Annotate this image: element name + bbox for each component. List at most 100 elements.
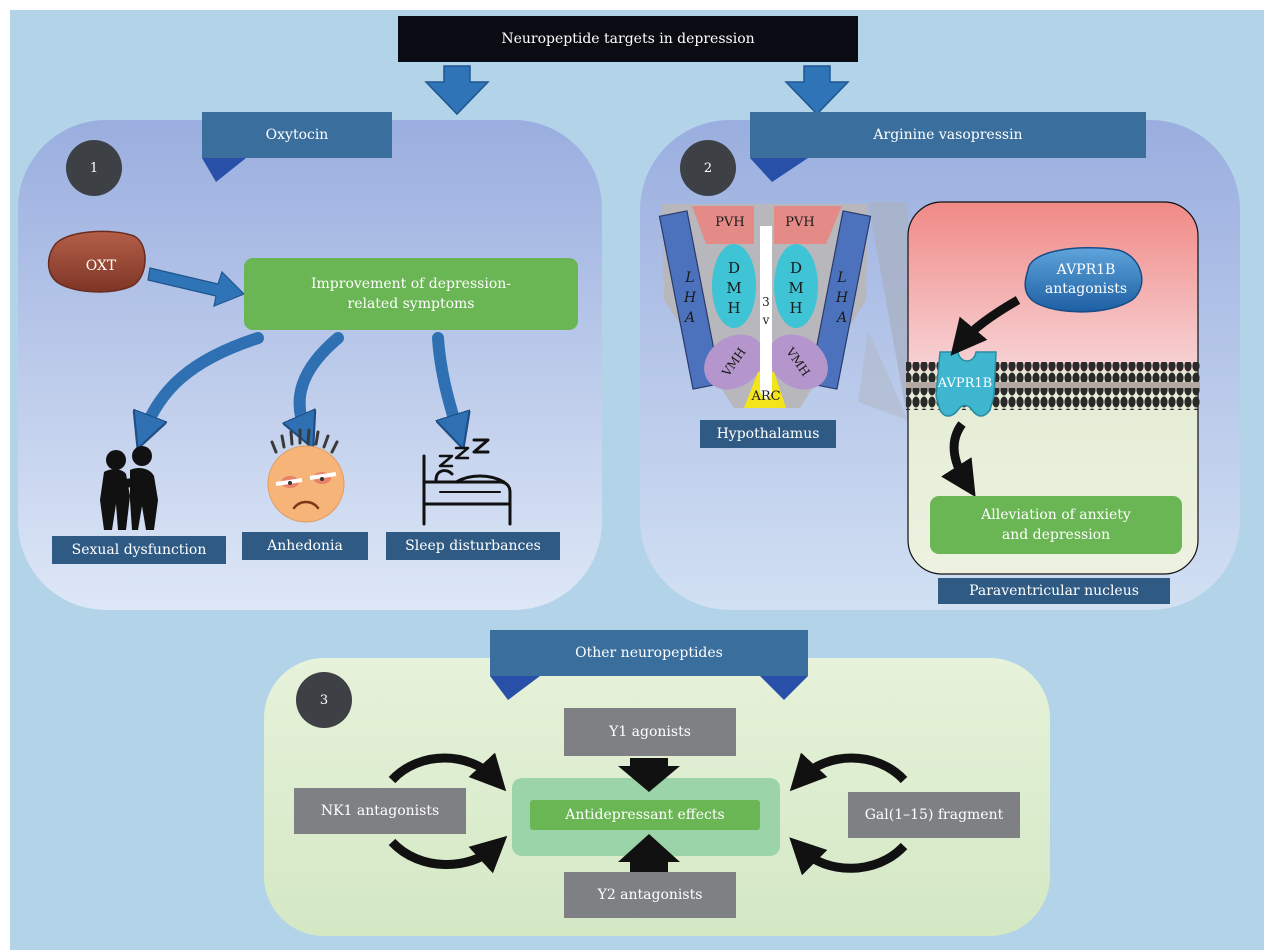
avpr1b-receptor	[935, 351, 997, 417]
gal-arrow-top	[789, 752, 908, 792]
nucleus-label: Paraventricular nucleus	[969, 583, 1139, 599]
oxytocin-banner: Oxytocin	[202, 112, 392, 158]
sleep-disturbances-box	[386, 532, 560, 560]
oxytocin-heading: Oxytocin	[265, 127, 329, 143]
title-banner: Neuropeptide targets in depression	[398, 16, 858, 62]
antagonist-arrow	[950, 296, 1021, 356]
antagonist-line-1: AVPR1B	[1056, 262, 1116, 278]
dmh-left	[712, 244, 756, 328]
improvement-line-2: related symptoms	[347, 296, 475, 312]
nk1-antagonists-label: NK1 antagonists	[320, 803, 440, 819]
third-ventricle-label: 3 v	[758, 290, 774, 332]
y2-box	[564, 872, 736, 918]
gal-fragment-label: Gal(1–15) fragment	[864, 807, 1004, 823]
improvement-box	[244, 258, 578, 330]
antagonist-label: AVPR1B antagonists	[1030, 254, 1142, 306]
hypothalamus-label: Hypothalamus	[716, 426, 820, 442]
oxt-arrow	[147, 267, 246, 307]
pvh-right-label: PVH	[785, 214, 815, 230]
symptom-sleep-disturbances: Sleep disturbances	[405, 538, 541, 554]
receptor-label: AVPR1B	[937, 375, 993, 391]
alleviation-line-1: Alleviation of anxiety	[981, 507, 1131, 523]
oxt-blob	[47, 230, 146, 293]
hypothalamus-box	[700, 420, 836, 448]
banner-tail-oxytocin	[202, 158, 246, 182]
improvement-line-1: Improvement of depression-	[310, 276, 511, 292]
lha-left-label: L H A	[674, 266, 706, 330]
lha-right-l: L	[837, 270, 847, 286]
improvement-label: Improvement of depression- related sympt…	[244, 258, 578, 330]
v3-number: 3	[762, 295, 770, 309]
lha-left-a: A	[684, 310, 696, 326]
banner-tail-avp	[750, 158, 808, 182]
lha-right-label: L H A	[826, 266, 858, 330]
down-arrow-avp	[784, 65, 850, 116]
dmh-left-h: H	[727, 299, 741, 317]
down-arrow-oxytocin	[424, 65, 490, 116]
panel-number-3: 3	[296, 672, 352, 728]
dmh-right-m: M	[788, 279, 804, 297]
v3-letter: v	[762, 313, 770, 327]
alleviation-label: Alleviation of anxiety and depression	[930, 496, 1182, 554]
pvh-left	[692, 206, 754, 244]
dmh-right-h: H	[789, 299, 803, 317]
dmh-right	[774, 244, 818, 328]
dmh-right-d: D	[789, 259, 803, 277]
lha-right	[808, 210, 872, 390]
panel-number-2: 2	[680, 140, 736, 196]
curved-arrow-sexual	[144, 332, 264, 432]
third-ventricle	[760, 226, 772, 400]
arc-label: ARC	[751, 388, 781, 404]
anhedonia-box	[242, 532, 368, 560]
lha-left-l: L	[685, 270, 695, 286]
membrane-core	[906, 382, 1200, 388]
lha-left-h: H	[683, 290, 697, 306]
nk1-box	[294, 788, 466, 834]
oxt-label: OXT	[85, 258, 117, 274]
y1-box	[564, 708, 736, 756]
y2-arrow	[618, 834, 680, 872]
avpr1b-antagonist-blob	[1024, 247, 1143, 313]
gal-box	[848, 792, 1020, 838]
gal-arrow-bottom	[789, 837, 908, 876]
dmh-left-d: D	[727, 259, 741, 277]
dmh-right-label: D M H	[780, 256, 812, 320]
pvh-left-label: PVH	[715, 214, 745, 230]
dmh-left-m: M	[726, 279, 742, 297]
projection-lower	[858, 330, 908, 420]
hug-icon	[100, 446, 158, 530]
y1-agonists-label: Y1 agonists	[609, 724, 691, 740]
banner-tail-other-right	[760, 676, 808, 700]
nk1-arrow-bottom	[388, 835, 508, 874]
alleviation-box	[930, 496, 1182, 554]
lha-right-h: H	[835, 290, 849, 306]
receptor-arrow	[941, 421, 976, 498]
other-heading: Other neuropeptides	[575, 645, 723, 661]
y1-arrow	[618, 758, 680, 792]
curved-arrow-sleep	[432, 332, 458, 432]
panel-number-1: 1	[66, 140, 122, 196]
antagonist-line-2: antagonists	[1044, 281, 1128, 297]
antidepressant-box	[530, 800, 760, 830]
symptom-anhedonia: Anhedonia	[267, 538, 343, 554]
vmh-right	[768, 334, 828, 390]
nk1-arrow-top	[388, 752, 507, 792]
pvh-right	[774, 206, 842, 244]
other-banner: Other neuropeptides	[490, 630, 808, 676]
sleeping-bed-icon	[422, 438, 512, 526]
sad-face-icon	[267, 428, 345, 523]
dmh-left-label: D M H	[718, 256, 750, 320]
projection-upper	[868, 202, 908, 422]
avp-heading: Arginine vasopressin	[873, 127, 1023, 143]
avp-banner: Arginine vasopressin	[750, 112, 1146, 158]
antidepressant-label: Antidepressant effects	[565, 807, 725, 823]
lha-left	[658, 210, 722, 390]
banner-tail-other-left	[490, 676, 540, 700]
diagram-title: Neuropeptide targets in depression	[501, 31, 755, 47]
sexual-dysfunction-box	[52, 536, 226, 564]
curved-arrow-anhedonia	[300, 332, 344, 432]
symptom-sexual-dysfunction: Sexual dysfunction	[71, 542, 207, 558]
y2-antagonists-label: Y2 antagonists	[597, 887, 703, 903]
